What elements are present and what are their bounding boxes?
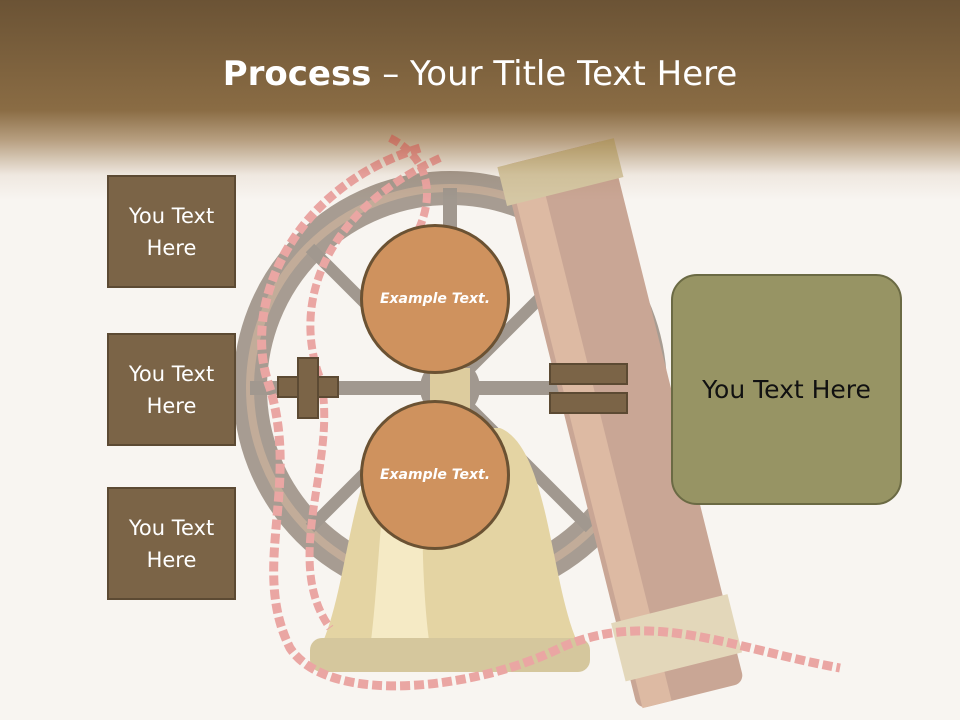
text-box-1[interactable]: You Text Here — [107, 175, 236, 288]
circle-label: Example Text. — [379, 290, 491, 307]
title-bold: Process — [222, 54, 372, 94]
telescope — [497, 138, 743, 709]
text-box-label: You Text Here — [128, 361, 215, 418]
result-box[interactable]: You Text Here — [671, 274, 902, 505]
title-text: – Your Title Text Here — [371, 54, 738, 94]
text-box-3[interactable]: You Text Here — [107, 487, 236, 600]
example-circle-1[interactable]: Example Text. — [360, 224, 510, 374]
rope — [257, 143, 841, 691]
text-box-label: You Text Here — [128, 515, 215, 572]
example-circle-2[interactable]: Example Text. — [360, 400, 510, 550]
circle-label: Example Text. — [379, 466, 491, 483]
text-box-label: You Text Here — [128, 203, 215, 260]
result-label: You Text Here — [702, 375, 871, 404]
slide-title: Process – Your Title Text Here — [0, 52, 960, 96]
ship-wheel — [233, 171, 667, 605]
header-band — [0, 0, 960, 200]
text-box-2[interactable]: You Text Here — [107, 333, 236, 446]
